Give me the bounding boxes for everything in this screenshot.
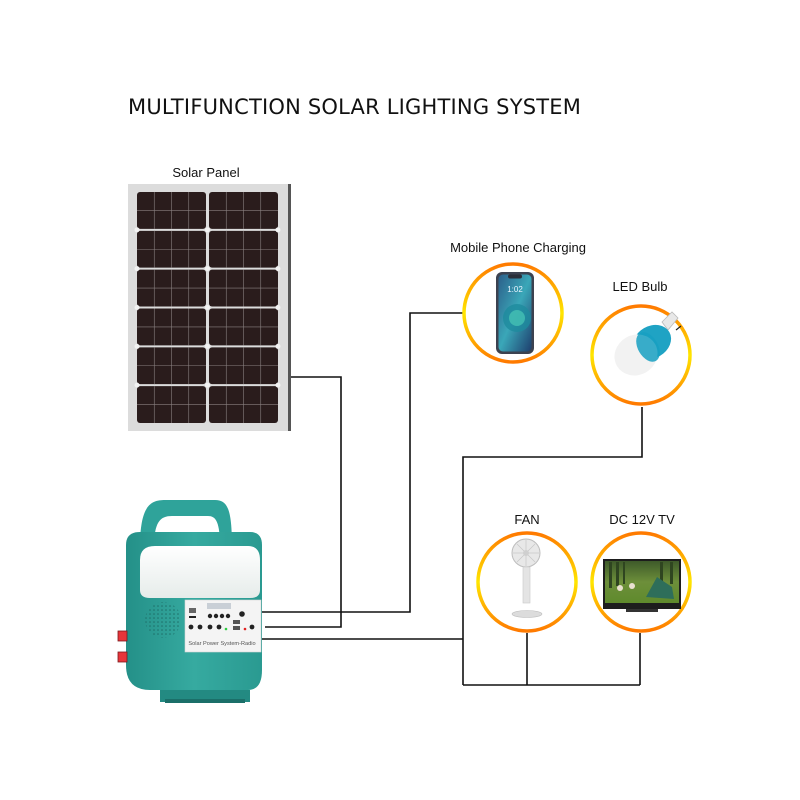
usb-port-3[interactable] xyxy=(233,626,240,630)
fan-base xyxy=(511,610,543,618)
speaker-grill xyxy=(145,602,181,638)
led-red-indicator xyxy=(243,627,247,631)
wire-solar-to-box xyxy=(265,376,342,628)
tv-person-1 xyxy=(617,585,623,591)
phone-notch xyxy=(508,274,522,279)
output-jack[interactable] xyxy=(197,624,203,630)
cell-junction xyxy=(205,305,210,310)
lamp-diffuser xyxy=(140,546,260,598)
box-foot-shadow xyxy=(165,699,245,703)
dc-jack[interactable] xyxy=(239,611,245,617)
led-bulb-device xyxy=(590,304,692,406)
tv-person-2 xyxy=(629,583,635,589)
lcd-display[interactable] xyxy=(207,603,231,609)
cell-junction xyxy=(275,343,281,349)
tv-device xyxy=(590,531,692,633)
led-green-indicator xyxy=(224,627,228,631)
cell-junction xyxy=(275,305,281,310)
cell-junction xyxy=(275,266,281,272)
radio-button[interactable] xyxy=(207,613,213,619)
charge-jack[interactable] xyxy=(249,624,255,630)
cell-junction xyxy=(275,227,281,233)
cell-junction xyxy=(134,266,140,272)
panel-frame-edge xyxy=(286,184,291,431)
cell-junction xyxy=(275,382,281,388)
tv-tent xyxy=(646,577,674,599)
usb-port-2[interactable] xyxy=(233,620,240,624)
tv-trees xyxy=(609,562,673,588)
phone-label: Mobile Phone Charging xyxy=(450,240,586,255)
solar-power-box: Solar Power System-Radio xyxy=(117,500,262,703)
radio-buttons xyxy=(188,611,255,630)
output-jack[interactable] xyxy=(207,624,213,630)
usb-port-1[interactable] xyxy=(189,608,196,613)
solar-panel xyxy=(128,184,291,431)
panel-cells xyxy=(134,192,281,423)
box-handle xyxy=(140,500,232,548)
fan-pole xyxy=(522,566,531,604)
tv-stand xyxy=(626,609,658,612)
cell-junction xyxy=(134,382,140,388)
cell-junction xyxy=(134,343,140,349)
output-jack[interactable] xyxy=(188,624,194,630)
cell-junction xyxy=(205,343,210,349)
bulb-cord xyxy=(675,325,682,331)
radio-button[interactable] xyxy=(213,613,219,619)
diagram-title: MULTIFUNCTION SOLAR LIGHTING SYSTEM xyxy=(128,95,582,119)
wiring xyxy=(250,312,643,686)
cell-junction xyxy=(205,227,210,233)
wire-box-to-phone xyxy=(250,312,463,613)
cell-junction xyxy=(134,305,140,310)
radio-button[interactable] xyxy=(219,613,225,619)
output-jack[interactable] xyxy=(216,624,222,630)
sd-slot[interactable] xyxy=(189,616,196,618)
control-panel-text: Solar Power System-Radio xyxy=(188,641,255,647)
phone-clock: 1:02 xyxy=(507,285,523,294)
solar-panel-label: Solar Panel xyxy=(172,165,240,180)
fan-label: FAN xyxy=(514,512,540,527)
bulb-band xyxy=(636,332,660,362)
power-switch-1[interactable] xyxy=(117,630,128,642)
cell-junction xyxy=(205,382,210,388)
cell-junction xyxy=(134,227,140,233)
fan-hub xyxy=(523,550,529,556)
phone-device: 1:02 xyxy=(462,262,564,364)
wire-led-bulb xyxy=(462,407,643,685)
power-switch-2[interactable] xyxy=(117,651,128,663)
radio-button[interactable] xyxy=(225,613,231,619)
tv-label: DC 12V TV xyxy=(609,512,675,527)
cell-junction xyxy=(205,266,210,272)
bulb-hook xyxy=(661,311,679,331)
phone-wallpaper-inner xyxy=(509,310,525,326)
led-bulb-label: LED Bulb xyxy=(612,279,668,294)
fan-device xyxy=(476,531,578,633)
